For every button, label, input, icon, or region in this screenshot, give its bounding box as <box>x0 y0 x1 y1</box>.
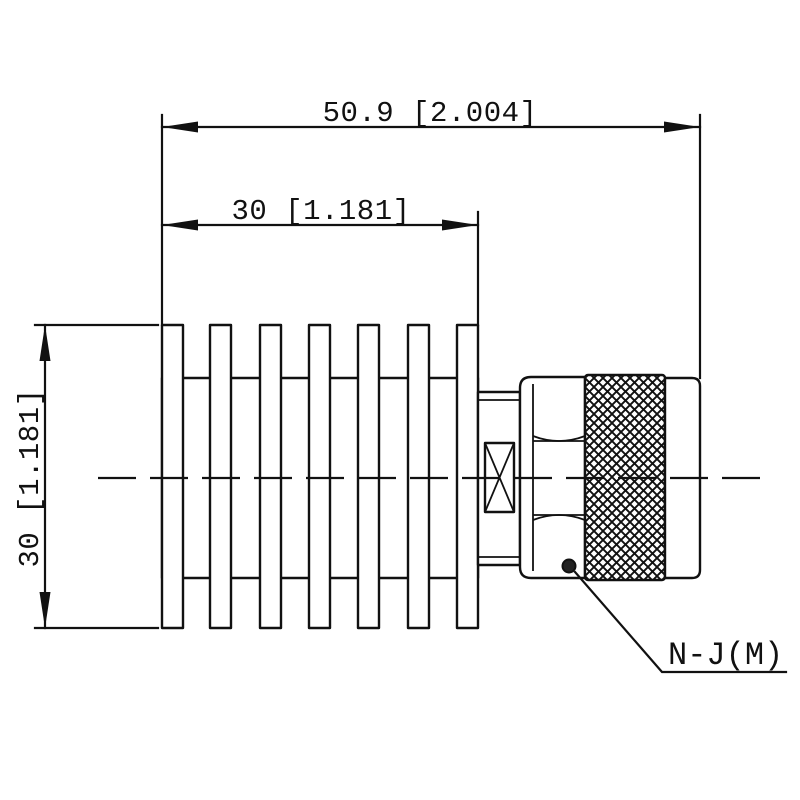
heatsink-height-dimension: 30 [1.181] <box>14 323 160 630</box>
overall-length-label: 50.9 [2.004] <box>323 97 538 130</box>
callout-marker-dot <box>561 558 577 574</box>
connector-callout: N-J(M) <box>573 570 788 674</box>
heatsink-fin-3 <box>258 323 283 630</box>
arrowhead-right <box>664 121 700 133</box>
heatsink-fin-4 <box>307 323 332 630</box>
heatsink-length-label: 30 [1.181] <box>231 195 410 228</box>
heatsink-fin-6 <box>406 323 431 630</box>
connector-type-label: N-J(M) <box>668 637 783 674</box>
callout-leader-line <box>573 570 788 674</box>
heatsink-fin-2 <box>208 323 233 630</box>
hex-body <box>518 375 587 580</box>
arrowhead-left <box>162 121 198 133</box>
heatsink <box>160 323 480 630</box>
arrowhead-left <box>162 219 198 231</box>
arrowhead-right <box>442 219 478 231</box>
heatsink-fin-5 <box>356 323 381 630</box>
heatsink-fin-1 <box>160 323 185 630</box>
arrowhead-top <box>39 325 51 361</box>
heatsink-height-label: 30 [1.181] <box>14 388 47 567</box>
hex-face-edge-bottom <box>532 514 586 521</box>
heatsink-length-dimension: 30 [1.181] <box>160 195 480 327</box>
overall-length-dimension: 50.9 [2.004] <box>160 97 702 380</box>
arrowhead-bottom <box>39 592 51 628</box>
heatsink-fin-7 <box>455 323 480 630</box>
